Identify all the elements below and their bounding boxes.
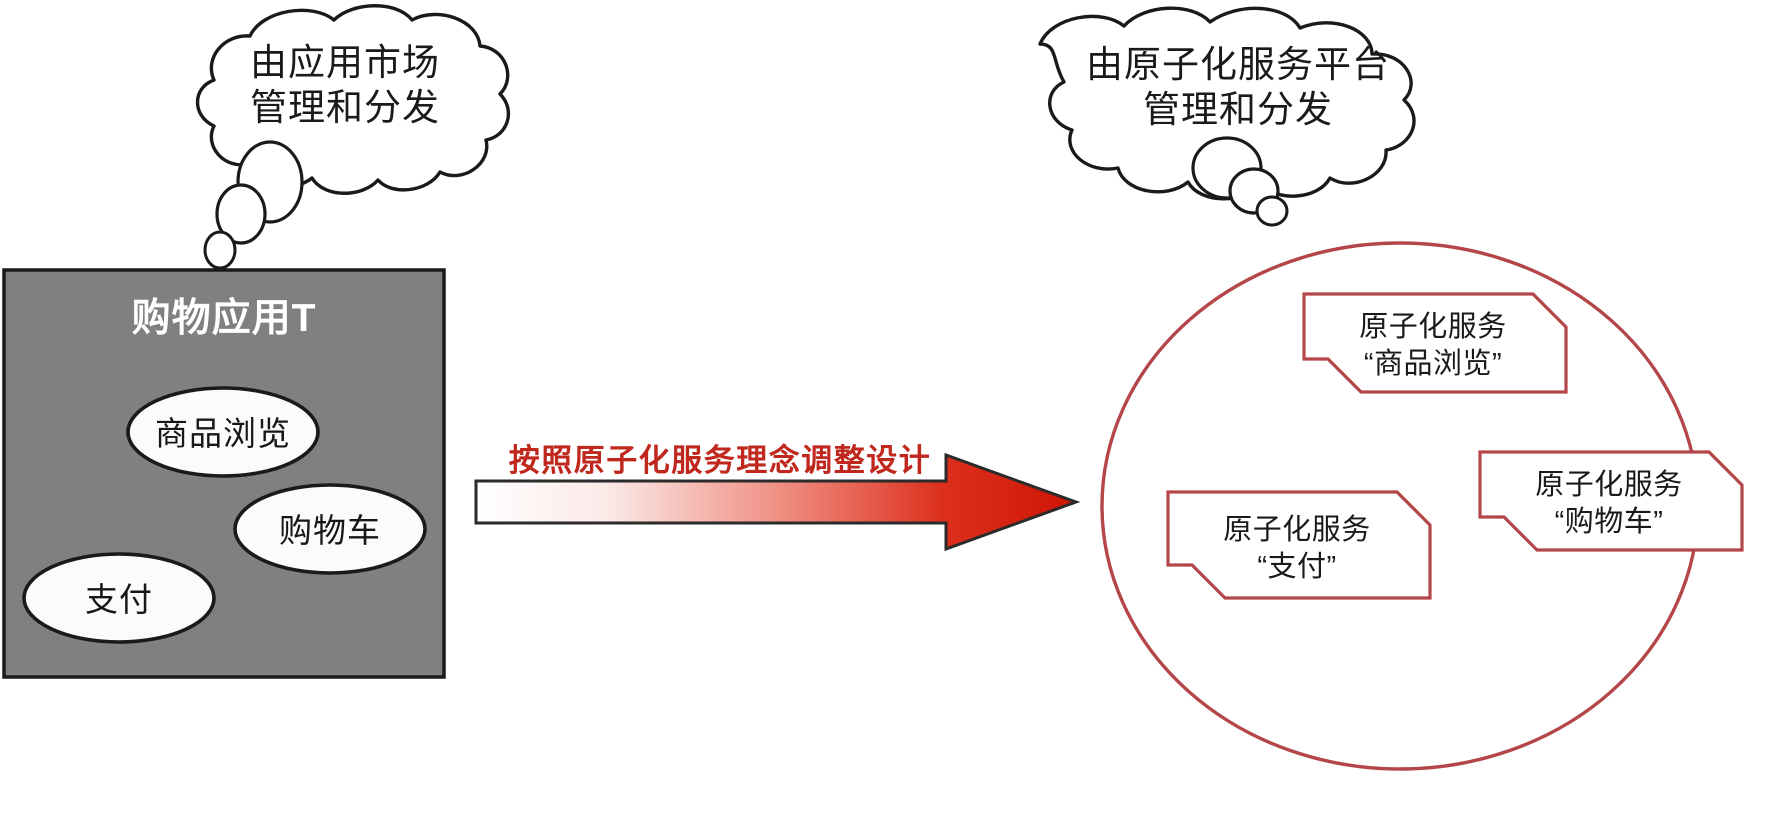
atomic-service-label-shopping-cart-line2: “购物车” [1554,506,1664,538]
module-label-payment: 支付 [85,581,153,618]
atomic-service-label-product-browse-line2: “商品浏览” [1363,348,1503,380]
atomic-service-label-payment-line2: “支付” [1257,551,1337,583]
left-thought-bubble [196,4,511,270]
module-ellipse-payment[interactable] [22,552,216,644]
atomic-service-box-product-browse[interactable] [1302,292,1568,394]
atomic-service-label-shopping-cart-line1: 原子化服务 [1535,469,1683,501]
module-label-product-browse: 商品浏览 [155,415,291,452]
atomic-service-box-shopping-cart[interactable] [1478,450,1744,552]
shopping-app-title: 购物应用T [131,297,317,340]
left-bubble-text: 由应用市场 管理和分发 [250,42,440,129]
right-bubble-text: 由原子化服务平台 管理和分发 [1086,44,1390,131]
atomic-service-label-payment-line1: 原子化服务 [1223,514,1371,546]
module-ellipse-product-browse[interactable] [126,386,320,478]
transformation-arrow [474,452,1081,552]
right-thought-bubble [1038,6,1416,227]
module-ellipse-shopping-cart[interactable] [233,483,427,575]
transformation-arrow-label: 按照原子化服务理念调整设计 [508,443,932,478]
atomic-service-label-product-browse-line1: 原子化服务 [1359,311,1507,343]
module-label-shopping-cart: 购物车 [279,512,381,549]
atomic-service-box-payment[interactable] [1166,490,1432,600]
